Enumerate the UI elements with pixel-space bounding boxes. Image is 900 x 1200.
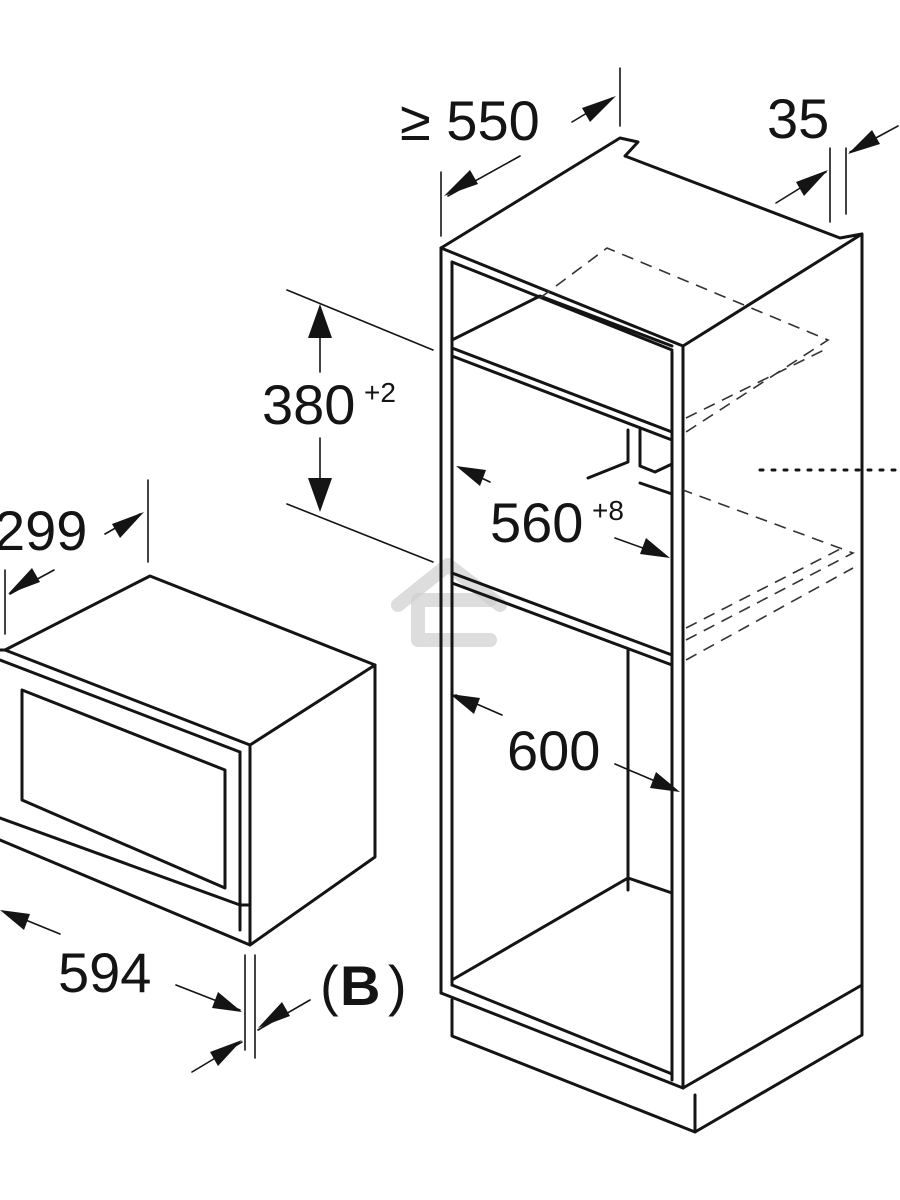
label-b-letter: B (340, 954, 380, 1017)
dim-cabinet-depth: ≥ 550 (400, 89, 540, 152)
dimension-lines (0, 67, 899, 1073)
label-b-close: ) (388, 954, 407, 1017)
tall-cabinet (439, 136, 900, 1134)
dim-appliance-width: 594 (58, 941, 151, 1004)
dim-appliance-height: 299 (0, 499, 87, 562)
house-logo-icon (391, 558, 507, 647)
label-b: ( B ) (320, 954, 407, 1017)
dim-side-gap: 35 (767, 87, 829, 150)
dim-cabinet-width: 600 (507, 719, 600, 782)
dim-niche-width: 560 (490, 491, 583, 554)
built-in-appliance (0, 574, 377, 947)
dim-niche-width-tolerance: +8 (592, 495, 624, 526)
dim-niche-height: 380 (262, 373, 355, 436)
label-b-open: ( (320, 954, 339, 1017)
dim-niche-height-tolerance: +2 (364, 377, 396, 408)
